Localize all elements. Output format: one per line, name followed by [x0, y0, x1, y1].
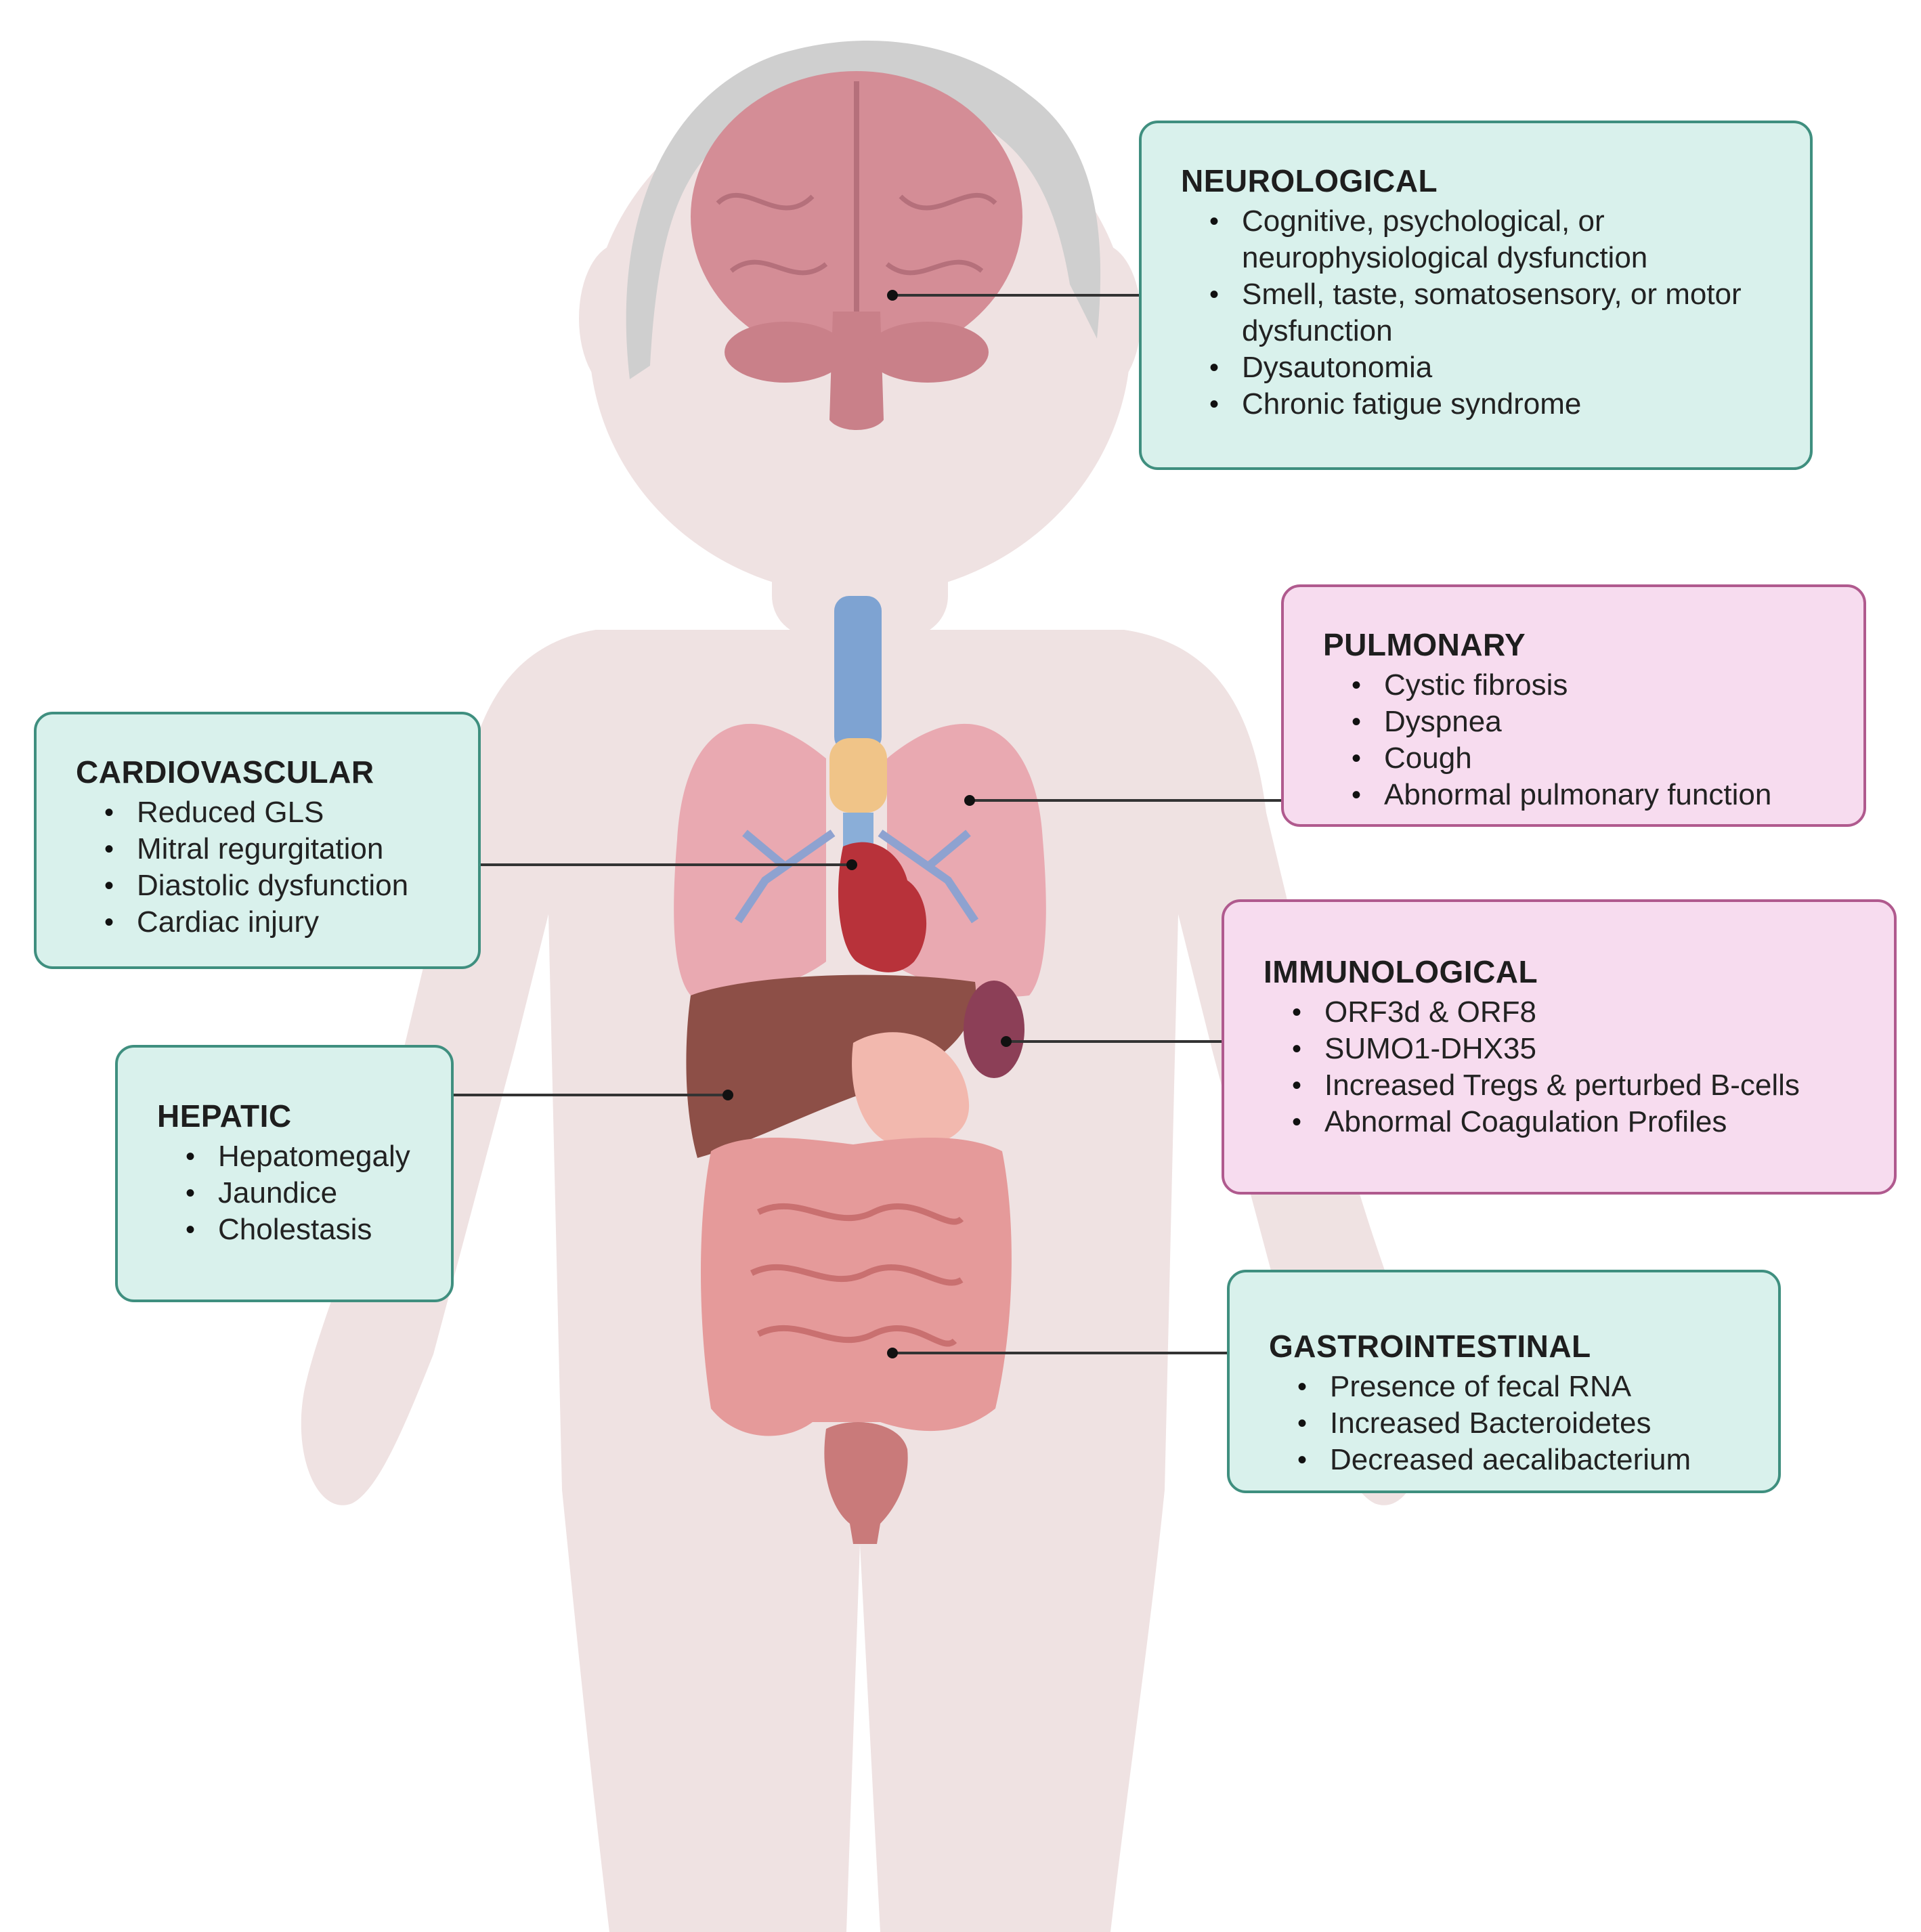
list-item: Increased Tregs & perturbed B-cells: [1291, 1067, 1867, 1104]
list-item: Dysautonomia: [1208, 349, 1783, 386]
list-item: Decreased aecalibacterium: [1296, 1442, 1751, 1478]
immunological-title: IMMUNOLOGICAL: [1264, 954, 1538, 989]
list-item: Jaundice: [184, 1175, 424, 1211]
hepatic-title: HEPATIC: [157, 1098, 292, 1134]
hepatic-list: Hepatomegaly Jaundice Cholestasis: [157, 1138, 424, 1248]
list-item: Smell, taste, somatosensory, or motor dy…: [1208, 276, 1783, 349]
pulmonary-list: Cystic fibrosis Dyspnea Cough Abnormal p…: [1323, 667, 1836, 813]
list-item: Reduced GLS: [103, 794, 451, 831]
connector-hepatic: [454, 1090, 733, 1100]
liver-icon: [686, 974, 976, 1158]
connector-gastrointestinal: [887, 1348, 1227, 1358]
cardiovascular-box: CARDIOVASCULAR Reduced GLS Mitral regurg…: [34, 712, 481, 969]
connector-pulmonary: [964, 795, 1281, 806]
list-item: Cognitive, psychological, or neurophysio…: [1208, 203, 1783, 276]
immunological-box: IMMUNOLOGICAL ORF3d & ORF8 SUMO1-DHX35 I…: [1222, 899, 1897, 1195]
intestine-icon: [701, 1138, 1012, 1436]
connector-immunological: [1001, 1036, 1222, 1047]
trachea-icon: [829, 596, 887, 846]
list-item: Presence of fecal RNA: [1296, 1369, 1751, 1405]
immunological-list: ORF3d & ORF8 SUMO1-DHX35 Increased Tregs…: [1264, 994, 1867, 1140]
list-item: Cholestasis: [184, 1211, 424, 1248]
list-item: Diastolic dysfunction: [103, 867, 451, 904]
list-item: Increased Bacteroidetes: [1296, 1405, 1751, 1442]
bladder-icon: [824, 1422, 908, 1544]
gastrointestinal-list: Presence of fecal RNA Increased Bacteroi…: [1269, 1369, 1751, 1478]
hepatic-box: HEPATIC Hepatomegaly Jaundice Cholestasi…: [115, 1045, 454, 1302]
stomach-icon: [852, 1032, 970, 1146]
cardiovascular-list: Reduced GLS Mitral regurgitation Diastol…: [76, 794, 451, 941]
connector-neurological: [887, 290, 1139, 301]
list-item: Cystic fibrosis: [1350, 667, 1836, 704]
list-item: SUMO1-DHX35: [1291, 1031, 1867, 1067]
lungs-icon: [674, 723, 1046, 997]
list-item: Mitral regurgitation: [103, 831, 451, 867]
neurological-box: NEUROLOGICAL Cognitive, psychological, o…: [1139, 121, 1813, 470]
cardiovascular-title: CARDIOVASCULAR: [76, 754, 374, 790]
list-item: Chronic fatigue syndrome: [1208, 386, 1783, 423]
gastrointestinal-box: GASTROINTESTINAL Presence of fecal RNA I…: [1227, 1270, 1781, 1493]
list-item: Abnormal pulmonary function: [1350, 777, 1836, 813]
list-item: ORF3d & ORF8: [1291, 994, 1867, 1031]
list-item: Cardiac injury: [103, 904, 451, 941]
list-item: Abnormal Coagulation Profiles: [1291, 1104, 1867, 1140]
neurological-list: Cognitive, psychological, or neurophysio…: [1181, 203, 1783, 423]
pulmonary-box: PULMONARY Cystic fibrosis Dyspnea Cough …: [1281, 584, 1866, 827]
list-item: Cough: [1350, 740, 1836, 777]
pulmonary-title: PULMONARY: [1323, 627, 1526, 662]
connector-cardiovascular: [481, 859, 857, 870]
heart-icon: [838, 842, 927, 972]
list-item: Dyspnea: [1350, 704, 1836, 740]
spleen-icon: [964, 981, 1024, 1078]
list-item: Hepatomegaly: [184, 1138, 424, 1175]
brain-icon: [691, 71, 1022, 430]
neurological-title: NEUROLOGICAL: [1181, 163, 1438, 198]
gastrointestinal-title: GASTROINTESTINAL: [1269, 1329, 1591, 1364]
